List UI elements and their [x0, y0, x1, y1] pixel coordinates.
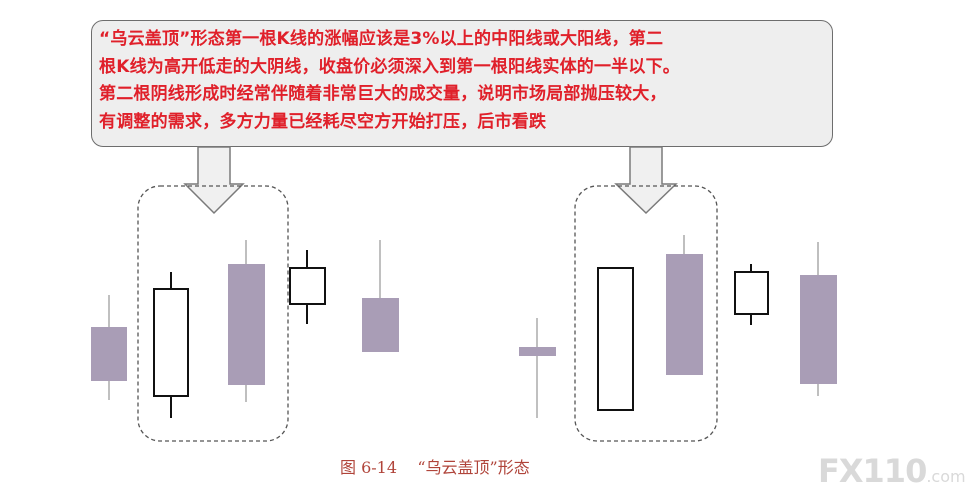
callout-line-2: 根K线为高开低走的大阴线，收盘价必须深入到第一根阳线实体的一半以下。: [99, 56, 680, 77]
candle-right-4-bullish: [734, 264, 769, 325]
candle-right-1-doji: [519, 318, 556, 418]
candle-right-2-bullish: [597, 267, 634, 411]
callout-line-4: 有调整的需求，多方力量已经耗尽空方开始打压，后市看跌: [99, 111, 547, 132]
fx110-watermark-logo: FX110.com: [818, 452, 966, 490]
callout-box: [91, 20, 833, 147]
candle-left-3-bearish: [228, 240, 265, 402]
watermark-suffix: .com: [926, 467, 966, 486]
candle-left-4-bullish: [289, 250, 326, 324]
left-pattern-highlight: [137, 185, 289, 442]
left-pointer-arrow: [183, 146, 245, 215]
figure-caption: 图 6-14 “乌云盖顶”形态: [340, 458, 530, 477]
callout-line-3: 第二根阴线形成时经常伴随着非常巨大的成交量，说明市场局部抛压较大，: [99, 84, 667, 104]
candle-left-2-bullish: [153, 272, 189, 418]
candle-left-1-bearish: [91, 295, 127, 400]
right-pointer-arrow: [614, 146, 678, 215]
candle-right-3-bearish: [666, 235, 703, 375]
right-pattern-highlight: [574, 185, 718, 442]
watermark-main: FX110: [818, 452, 927, 490]
callout-text: “乌云盖顶”形态第一根K线的涨幅应该是3%以上的中阳线或大阳线，第二 根K线为高…: [99, 26, 827, 136]
candle-left-5-bearish: [362, 240, 399, 352]
callout-line-1: “乌云盖顶”形态第一根K线的涨幅应该是3%以上的中阳线或大阳线，第二: [99, 29, 664, 49]
candle-right-5-bearish: [800, 242, 837, 396]
